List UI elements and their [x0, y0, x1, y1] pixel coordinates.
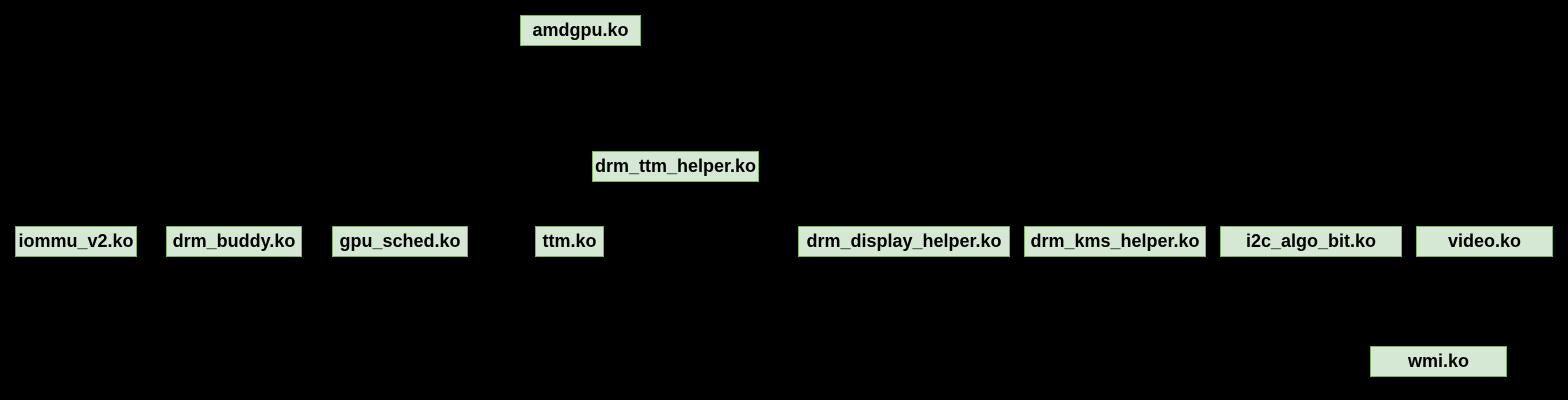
- edge-amdgpu-to-drm_display_helper: [579, 45, 909, 227]
- edge-amdgpu-to-drm_buddy: [229, 45, 582, 227]
- edge-amdgpu-to-gpu_sched: [395, 45, 582, 227]
- node-video: video.ko: [1416, 226, 1553, 257]
- node-gpu-sched: gpu_sched.ko: [332, 226, 468, 257]
- edge-amdgpu-to-video: [579, 45, 1490, 227]
- node-drm-ttm-helper: drm_ttm_helper.ko: [592, 151, 759, 182]
- node-drm-buddy: drm_buddy.ko: [166, 226, 302, 257]
- edge-amdgpu-to-drm_kms_helper: [579, 45, 1120, 227]
- node-amdgpu: amdgpu.ko: [520, 15, 641, 46]
- edge-video-to-wmi: [1433, 256, 1486, 347]
- node-drm-display-helper: drm_display_helper.ko: [798, 226, 1010, 257]
- edge-amdgpu-to-ttm: [564, 45, 582, 227]
- edge-amdgpu-to-iommu_v2: [71, 45, 582, 227]
- edge-drm_ttm_helper-to-ttm: [564, 181, 677, 227]
- node-i2c-algo-bit: i2c_algo_bit.ko: [1220, 226, 1402, 257]
- edge-amdgpu-to-i2c_algo_bit: [579, 45, 1316, 227]
- node-iommu-v2: iommu_v2.ko: [15, 226, 137, 257]
- node-drm-kms-helper: drm_kms_helper.ko: [1024, 226, 1206, 257]
- node-ttm: ttm.ko: [535, 226, 604, 257]
- node-wmi: wmi.ko: [1370, 346, 1507, 377]
